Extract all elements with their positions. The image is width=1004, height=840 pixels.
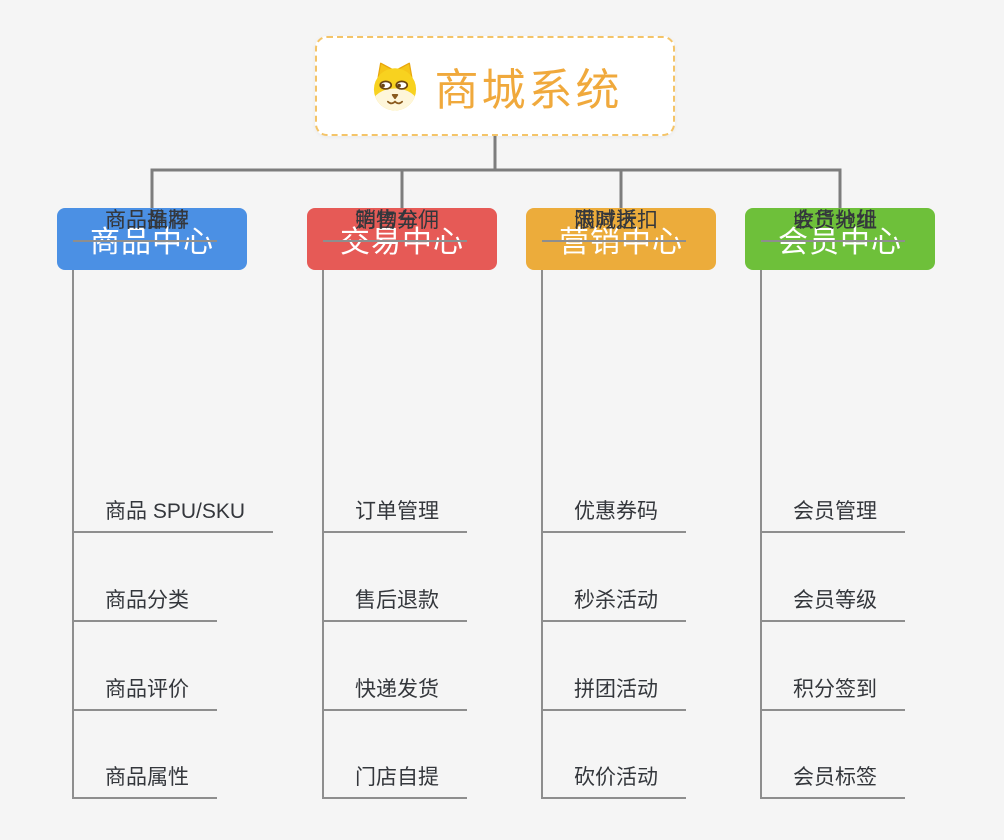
subtopic[interactable]: 会员标签: [761, 765, 905, 799]
branch-topic-product-center[interactable]: 商品中心: [57, 208, 247, 270]
subtopic[interactable]: 商品评价: [73, 677, 217, 711]
subtopic[interactable]: 会员管理: [761, 499, 905, 533]
subtopic[interactable]: 秒杀活动: [542, 588, 686, 622]
subtopic[interactable]: 订单管理: [323, 499, 467, 533]
subtopic[interactable]: 会员等级: [761, 588, 905, 622]
subtopic[interactable]: 商品属性: [73, 765, 217, 799]
subtopic[interactable]: 商品 SPU/SKU: [73, 499, 274, 533]
subtopic[interactable]: 商品分类: [73, 588, 217, 622]
subtopic[interactable]: 积分签到: [761, 677, 905, 711]
branch-marketing-center: 营销中心 优惠券码 秒杀活动 拼团活动 砍价活动 限时折扣 满减送: [526, 208, 776, 808]
branch-topic-trade-center[interactable]: 交易中心: [307, 208, 497, 270]
branch-trade-center: 交易中心 订单管理 售后退款 快递发货 门店自提 购物车 销售分佣: [307, 208, 557, 808]
shiba-dog-icon: [373, 62, 416, 111]
subtopic[interactable]: 商品品牌: [73, 208, 217, 242]
branch-connector-line: [72, 270, 74, 799]
branch-topic-marketing-center[interactable]: 营销中心: [526, 208, 716, 270]
subtopic[interactable]: 砍价活动: [542, 765, 686, 799]
branch-topic-member-center[interactable]: 会员中心: [745, 208, 935, 270]
branch-connector-line: [760, 270, 762, 799]
subtopic[interactable]: 拼团活动: [542, 677, 686, 711]
subtopic[interactable]: 快递发货: [323, 677, 467, 711]
branch-member-center: 会员中心 会员管理 会员等级 积分签到 会员标签 会员分组 收货地址: [745, 208, 995, 808]
subtopic[interactable]: 销售分佣: [323, 208, 467, 242]
subtopic[interactable]: 门店自提: [323, 765, 467, 799]
subtopic[interactable]: 优惠券码: [542, 499, 686, 533]
branch-connector-line: [322, 270, 324, 799]
root-topic[interactable]: 商城系统: [315, 36, 675, 136]
subtopic[interactable]: 收货地址: [761, 208, 905, 242]
subtopic[interactable]: 售后退款: [323, 588, 467, 622]
branch-product-center: 商品中心 商品 SPU/SKU 商品分类 商品评价 商品属性 商品推荐 商品品牌: [57, 208, 307, 808]
subtopic[interactable]: 满减送: [542, 208, 665, 242]
branch-connector-line: [541, 270, 543, 799]
root-topic-title: 商城系统: [434, 66, 623, 115]
